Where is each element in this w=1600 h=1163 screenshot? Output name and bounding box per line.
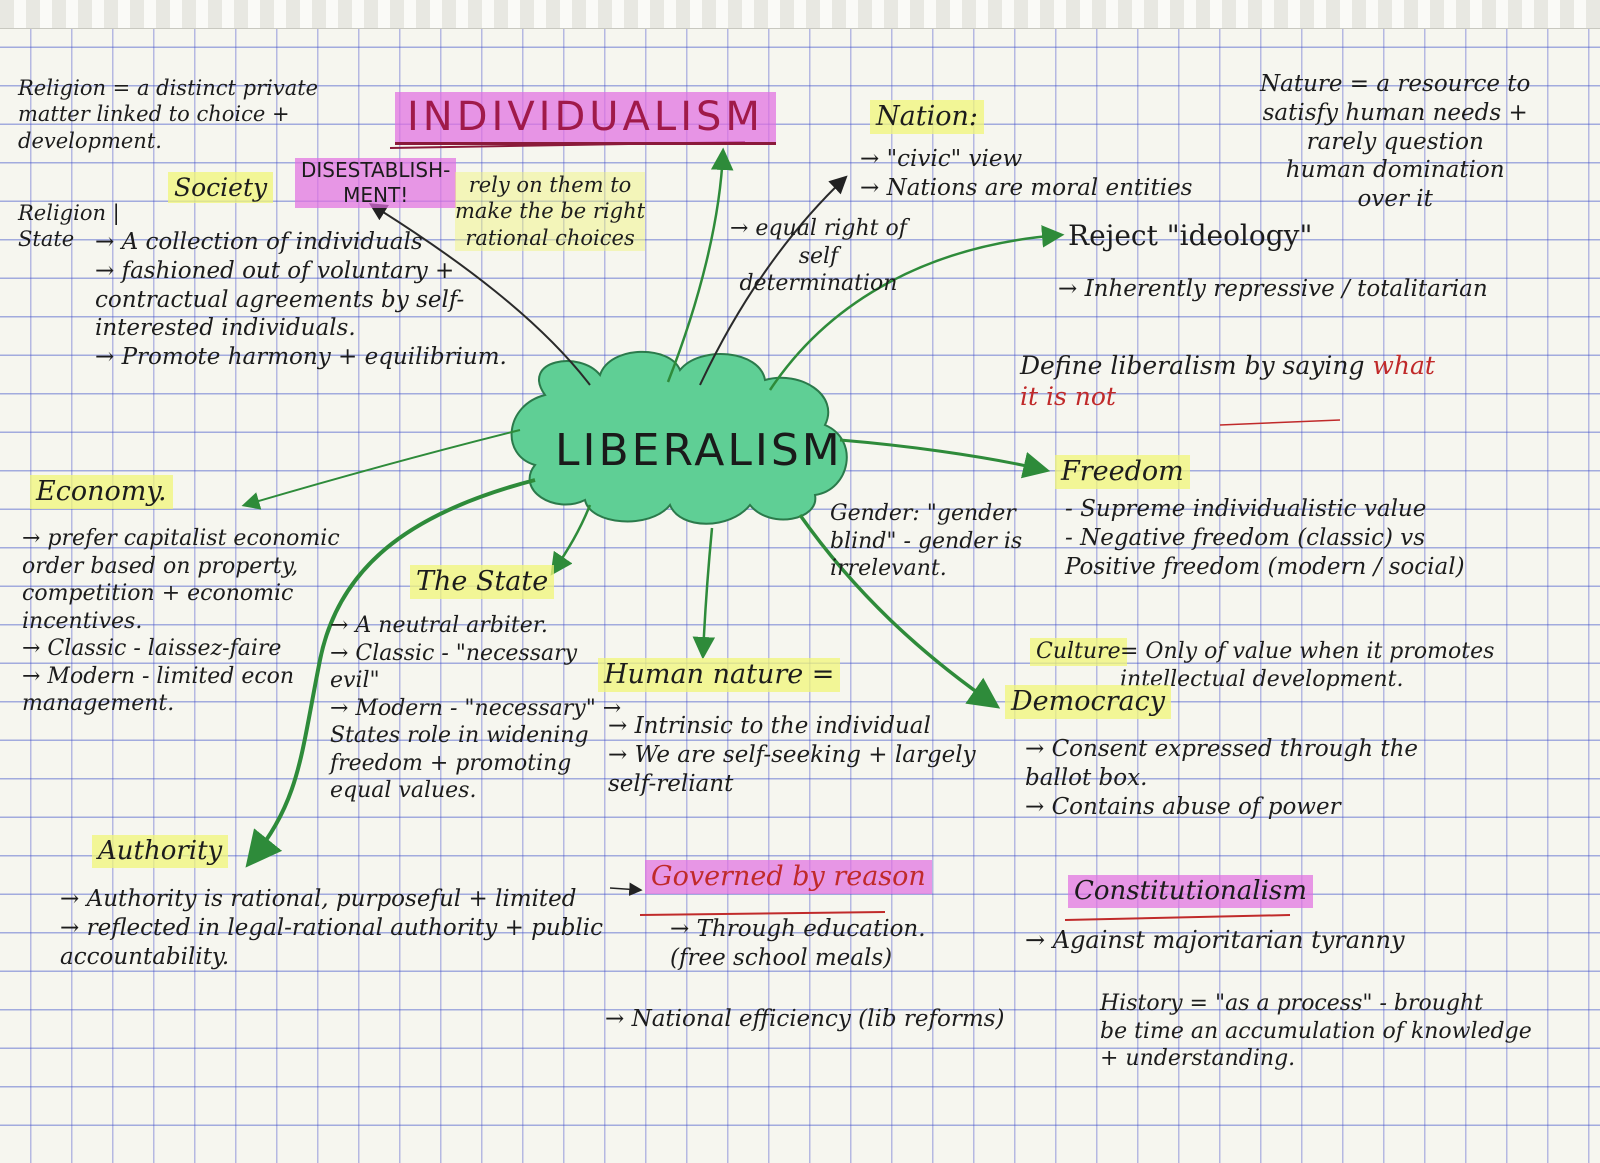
constitutionalism-underline (1064, 914, 1291, 921)
nature-note: Nature = a resource to satisfy human nee… (1260, 71, 1531, 212)
democracy-points-a: → Consent expressed through the ballot b… (1025, 736, 1419, 820)
culture-text: = Only of value when it promotes intelle… (1120, 639, 1495, 692)
nation-heading: Nation: (870, 100, 984, 134)
nation-equal-rights: → equal right of self determination (730, 216, 907, 296)
define-liberalism: Define liberalism by saying what it is n… (1020, 350, 1435, 413)
reason-underline (639, 911, 886, 916)
governed-by-reason: Governed by reason (645, 860, 932, 894)
human-nature-heading: Human nature = (598, 658, 841, 692)
arrow-to-nation (699, 175, 848, 386)
society-heading: Society (168, 172, 274, 204)
democracy-heading: Democracy (1005, 685, 1171, 719)
democracy-points-b: → Against majoritarian tyranny (1025, 926, 1405, 954)
arrow-to-ideology (768, 225, 1065, 391)
authority-points: → Authority is rational, purposeful + li… (60, 886, 604, 970)
economy-heading: Economy. (30, 475, 173, 509)
ideology-point: → Inherently repressive / totalitarian (1058, 276, 1488, 302)
arrow-to-democracy (798, 513, 1001, 709)
human-nature-points: → Intrinsic to the individual → We are s… (608, 713, 976, 797)
religion-note: Religion = a distinct private matter lin… (18, 76, 319, 153)
arrow-to-individualism (666, 147, 734, 383)
ideology-heading: Reject "ideology" (1068, 219, 1313, 252)
freedom-points: - Supreme individualistic value - Negati… (1065, 496, 1465, 580)
culture-heading: Culture (1030, 638, 1127, 666)
religion-state-note: Religion | State (18, 201, 120, 252)
economy-points: → prefer capitalist economic order based… (22, 526, 340, 716)
arrow-to-society (368, 203, 591, 386)
liberalism-cloud (510, 350, 848, 525)
freedom-heading: Freedom (1055, 455, 1190, 489)
society-points: → A collection of individuals → fashione… (95, 229, 507, 370)
define-prefix: Define liberalism by saying (1020, 351, 1365, 380)
history-note: History = "as a process" - brought be ti… (1100, 991, 1532, 1071)
authority-heading: Authority (92, 835, 229, 868)
individualism-note: rely on them to make the be right ration… (455, 172, 646, 251)
state-heading: The State (410, 565, 555, 599)
arrow-to-economy (241, 429, 521, 510)
individualism-title: INDIVIDUALISM (395, 92, 776, 145)
what-underline (1219, 419, 1341, 426)
central-topic: LIBERALISM (555, 425, 843, 476)
arrow-to-state (550, 504, 592, 576)
arrow-to-governed-by-reason (609, 882, 643, 897)
define-red-text: what it is not (1020, 351, 1435, 412)
reason-points: → Through education. (free school meals) (670, 916, 926, 971)
constitutionalism-heading: Constitutionalism (1068, 875, 1313, 908)
national-efficiency: → National efficiency (lib reforms) (605, 1006, 1005, 1032)
disestablishment-badge: DISESTABLISH- MENT! (295, 158, 457, 208)
nation-points: → "civic" view → Nations are moral entit… (860, 146, 1193, 201)
state-points: → A neutral arbiter. → Classic - "necess… (330, 613, 622, 803)
spiral-binding-edge (0, 0, 1600, 29)
arrow-to-human-nature (692, 527, 716, 660)
arrow-to-freedom (839, 438, 1051, 479)
gender-note: Gender: "gender blind" - gender is irrel… (830, 501, 1023, 581)
arrow-to-authority (245, 478, 536, 868)
